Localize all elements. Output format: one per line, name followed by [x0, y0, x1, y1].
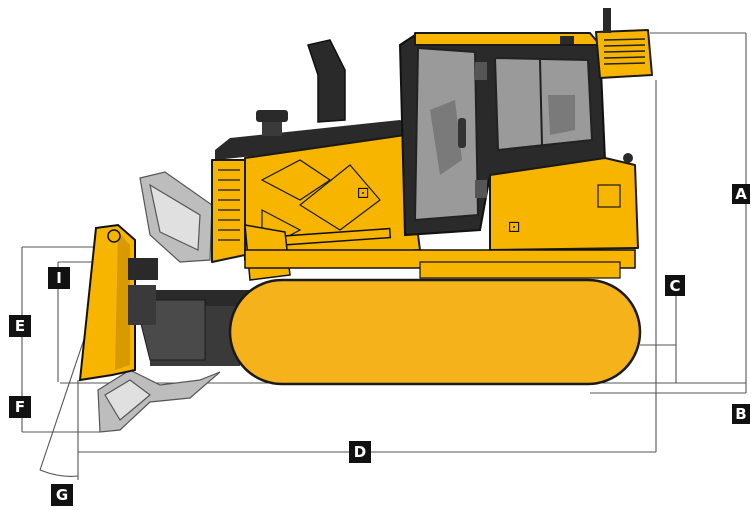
dimension-label-B: B: [732, 404, 750, 424]
dimension-label-E: E: [9, 315, 31, 337]
hood-decal: ⚀: [357, 186, 369, 202]
svg-text:B: B: [735, 405, 746, 423]
svg-text:F: F: [15, 398, 25, 416]
dimension-label-I: I: [48, 267, 70, 289]
track: [228, 278, 642, 386]
front-blade: [78, 223, 158, 382]
svg-text:E: E: [15, 317, 25, 335]
pre-cleaner: [256, 110, 288, 136]
rear-fender: ⚀: [489, 153, 639, 251]
svg-text:C: C: [669, 277, 680, 295]
svg-text:A: A: [735, 185, 747, 203]
dimension-label-G: G: [51, 484, 73, 506]
dimension-label-C: C: [665, 275, 685, 296]
svg-text:I: I: [56, 269, 62, 287]
exhaust-stack: [307, 39, 346, 123]
dimension-label-A: A: [732, 184, 750, 204]
track-frame: [244, 249, 636, 279]
operator-cab: [398, 8, 653, 237]
ghost-blades: [97, 171, 221, 433]
svg-text:G: G: [56, 486, 68, 504]
svg-text:D: D: [354, 443, 366, 461]
fender-decal: ⚀: [508, 220, 520, 236]
dimension-label-F: F: [9, 396, 31, 418]
dimension-label-D: D: [349, 441, 371, 463]
